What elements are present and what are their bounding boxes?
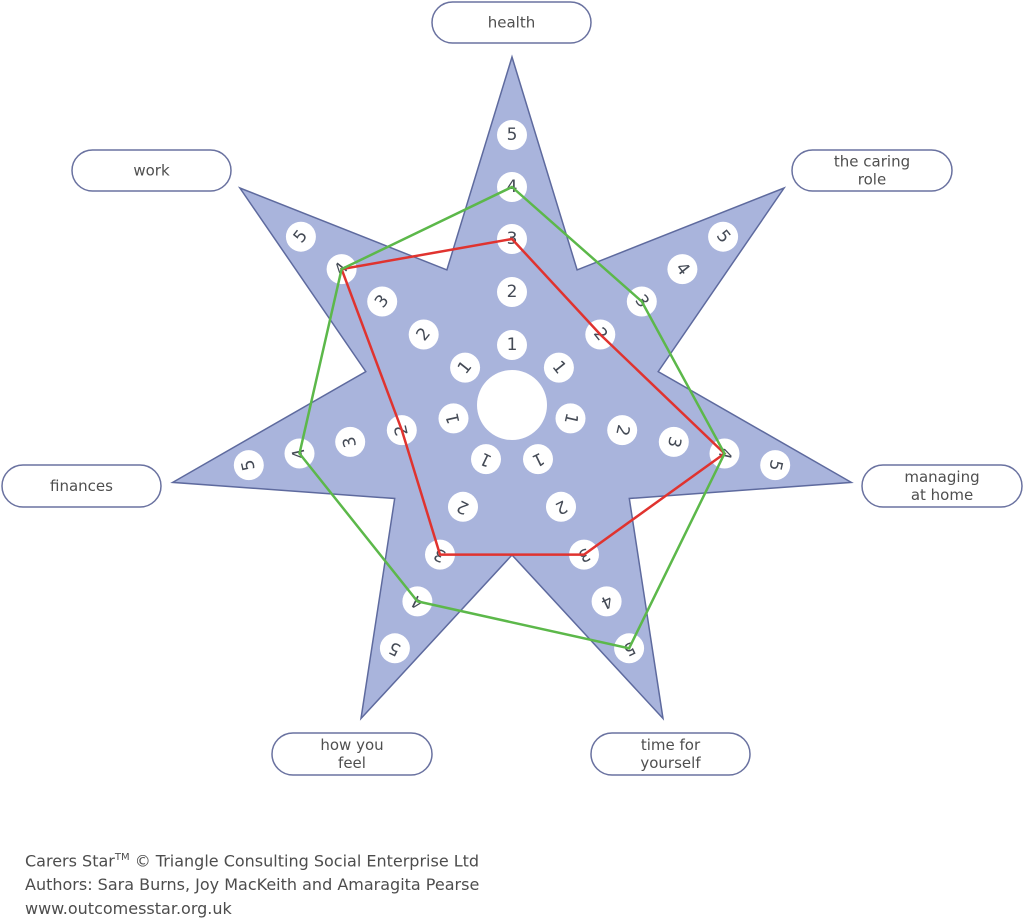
scale-point-5-1[interactable]: 1	[438, 403, 469, 434]
scale-circle	[448, 491, 478, 522]
scale-number: 5	[764, 458, 786, 473]
label-pill	[431, 1, 592, 44]
scale-point-6-3[interactable]: 3	[367, 286, 398, 317]
trademark-mark: TM	[114, 852, 130, 863]
scale-number: 3	[339, 434, 361, 449]
scale-circle	[438, 403, 469, 434]
scale-circle	[546, 491, 576, 522]
scale-point-5-5[interactable]: 5	[233, 450, 264, 481]
scale-point-3-4[interactable]: 4	[591, 586, 622, 617]
scale-circle	[555, 403, 586, 434]
product-name: Carers Star	[25, 851, 115, 871]
scale-circle	[408, 319, 439, 350]
label-pill	[1, 464, 162, 508]
scale-point-6-2[interactable]: 2	[408, 319, 439, 350]
scale-point-0-5[interactable]: 5	[497, 120, 527, 150]
series-line-red	[339, 237, 727, 556]
scale-point-2-1[interactable]: 1	[555, 403, 586, 434]
axis-label-text: yourself	[640, 754, 701, 772]
scale-circle	[591, 586, 622, 617]
scale-point-2-5[interactable]: 5	[760, 450, 791, 481]
footer: Carers StarTM © Triangle Consulting Soci…	[25, 846, 479, 921]
scale-number: 2	[611, 423, 633, 438]
copyright-text: © Triangle Consulting Social Enterprise …	[129, 851, 480, 871]
label-pill	[861, 464, 1023, 508]
scale-point-6-1[interactable]: 1	[450, 352, 481, 383]
scale-point-2-2[interactable]: 2	[607, 415, 638, 446]
scale-point-1-4[interactable]: 4	[667, 254, 698, 285]
axis-label-finances: finances	[1, 464, 162, 508]
scale-point-5-3[interactable]: 3	[335, 426, 366, 457]
scale-number: 5	[507, 125, 518, 145]
scale-point-1-5[interactable]: 5	[708, 221, 739, 252]
website-link[interactable]: www.outcomesstar.org.uk	[25, 899, 232, 919]
scale-point-4-2[interactable]: 2	[448, 491, 478, 522]
scale-point-2-3[interactable]: 3	[658, 426, 689, 457]
authors-line: Authors: Sara Burns, Joy MacKeith and Am…	[25, 875, 480, 895]
axis-label-health: health	[431, 1, 592, 44]
center-hub	[477, 370, 547, 440]
scale-circle	[760, 450, 791, 481]
axis-label-text: health	[488, 14, 535, 32]
series-layer	[298, 185, 727, 650]
axis-label-text: time for	[641, 736, 701, 754]
axis-label-text: how you	[320, 736, 383, 754]
scale-circle	[285, 221, 316, 252]
axis-label-text: finances	[50, 477, 113, 495]
scale-circle	[667, 254, 698, 285]
axis-label-text: the caring	[834, 153, 910, 171]
scale-point-1-1[interactable]: 1	[543, 352, 574, 383]
axis-label-text: role	[858, 171, 886, 189]
scale-circle	[497, 330, 527, 360]
scale-circle	[543, 352, 574, 383]
axis-label-work: work	[71, 149, 232, 192]
copyright-line: Carers StarTM © Triangle Consulting Soci…	[25, 846, 479, 873]
label-pill	[71, 149, 232, 192]
scale-circle	[379, 633, 410, 664]
scale-circle	[708, 221, 739, 252]
label-pill	[271, 732, 433, 776]
scale-circle	[497, 277, 527, 307]
scale-circle	[367, 286, 398, 317]
scale-point-3-1[interactable]: 1	[523, 444, 553, 475]
series-line-green	[298, 185, 726, 650]
axis-label-text: work	[133, 162, 170, 180]
scale-point-0-2[interactable]: 2	[497, 277, 527, 307]
scale-circle	[607, 415, 638, 446]
scale-circle	[523, 444, 553, 475]
scale-circle	[658, 426, 689, 457]
scale-point-0-1[interactable]: 1	[497, 330, 527, 360]
axis-label-text: at home	[911, 486, 973, 504]
scale-circle	[335, 426, 366, 457]
scale-circle	[233, 450, 264, 481]
label-pill	[791, 149, 953, 192]
scale-number: 3	[663, 434, 685, 449]
scale-number: 1	[560, 411, 582, 426]
axis-label-text: feel	[338, 754, 366, 772]
scale-number: 2	[507, 282, 518, 302]
scale-point-3-2[interactable]: 2	[546, 491, 576, 522]
scale-number: 1	[507, 335, 518, 355]
axis-label-text: managing	[904, 468, 979, 486]
scale-number: 5	[238, 458, 260, 473]
scale-circle	[450, 352, 481, 383]
label-pill	[590, 732, 751, 776]
scale-circle	[471, 444, 501, 475]
scale-point-4-1[interactable]: 1	[471, 444, 501, 475]
scale-circle	[497, 120, 527, 150]
scale-point-6-5[interactable]: 5	[285, 221, 316, 252]
scale-point-4-5[interactable]: 5	[379, 633, 410, 664]
scale-number: 1	[443, 411, 465, 426]
